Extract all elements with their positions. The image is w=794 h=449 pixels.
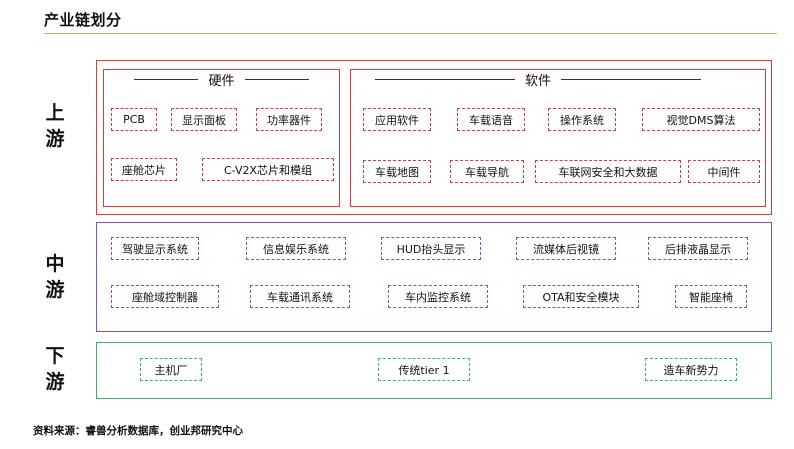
tier-label-downstream: 下 游 [42, 343, 68, 395]
mid-item-0: 驾驶显示系统 [111, 237, 199, 260]
tier-label-midstream: 中 游 [42, 251, 68, 303]
header-rule-right [244, 78, 309, 80]
tier-label-char: 中 [45, 253, 65, 275]
sw-item-iov-security: 车联网安全和大数据 [535, 160, 681, 183]
mid-item-5: 座舱域控制器 [111, 285, 219, 308]
hw-item-power-device: 功率器件 [256, 108, 322, 131]
upstream-frame [96, 60, 772, 215]
mid-item-2: HUD抬头显示 [381, 237, 481, 260]
sw-item-navigation: 车载导航 [450, 160, 524, 183]
title-divider [44, 33, 777, 34]
software-title: 软件 [524, 73, 551, 89]
down-item-oem: 主机厂 [140, 358, 202, 381]
mid-item-7: 车内监控系统 [388, 285, 488, 308]
down-item-new-forces: 造车新势力 [645, 358, 737, 381]
sw-item-voice: 车载语音 [457, 108, 525, 131]
page-title: 产业链划分 [44, 11, 122, 29]
tier-label-char: 游 [45, 371, 65, 393]
mid-item-1: 信息娱乐系统 [246, 237, 346, 260]
mid-item-4: 后排液晶显示 [648, 237, 748, 260]
hw-item-cockpit-chip: 座舱芯片 [111, 158, 177, 181]
header-rule-right [561, 78, 701, 80]
hw-item-display-panel: 显示面板 [171, 108, 237, 131]
header-rule-left [134, 78, 199, 80]
down-item-tier1: 传统tier 1 [378, 358, 470, 381]
hw-item-pcb: PCB [111, 108, 157, 131]
tier-label-char: 下 [45, 345, 65, 367]
mid-item-3: 流媒体后视镜 [516, 237, 616, 260]
sw-item-map: 车载地图 [363, 160, 431, 183]
tier-label-char: 游 [45, 279, 65, 301]
software-group [350, 69, 766, 207]
downstream-frame [96, 342, 772, 399]
tier-label-char: 上 [45, 102, 65, 124]
hardware-title: 硬件 [208, 73, 235, 89]
source-note: 资料来源：睿兽分析数据库，创业邦研究中心 [33, 425, 243, 437]
hardware-group [103, 69, 340, 207]
software-header: 软件 [350, 70, 726, 89]
mid-item-6: 车载通讯系统 [250, 285, 350, 308]
tier-label-upstream: 上 游 [42, 100, 68, 152]
mid-item-8: OTA和安全模块 [523, 285, 639, 308]
hardware-header: 硬件 [103, 70, 340, 89]
sw-item-app-software: 应用软件 [363, 108, 431, 131]
sw-item-dms: 视觉DMS算法 [642, 108, 760, 131]
tier-label-char: 游 [45, 128, 65, 150]
mid-item-9: 智能座椅 [675, 285, 747, 308]
header-rule-left [374, 78, 515, 80]
sw-item-os: 操作系统 [548, 108, 616, 131]
midstream-frame [96, 222, 772, 332]
hw-item-cv2x-chip: C-V2X芯片和模组 [202, 158, 334, 181]
sw-item-middleware: 中间件 [688, 160, 760, 183]
